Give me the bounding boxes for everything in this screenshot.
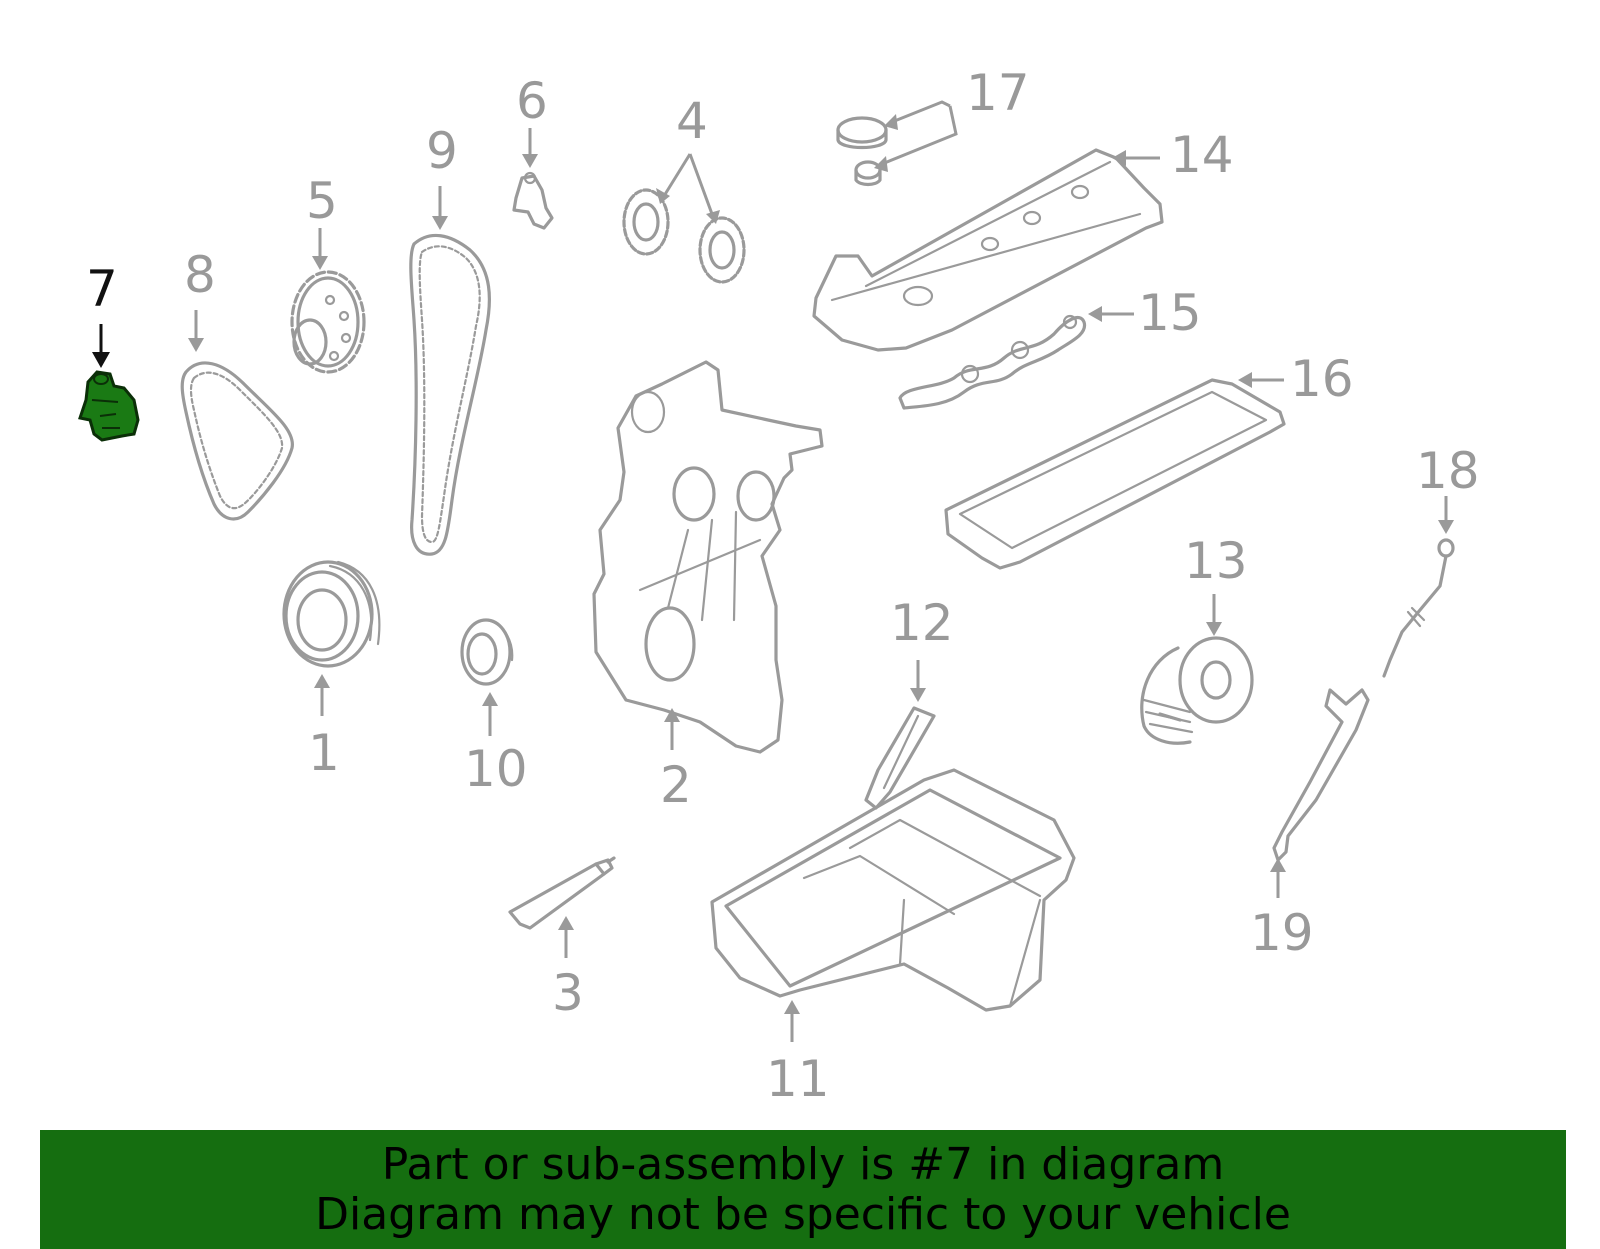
callout-1: 1: [308, 724, 340, 782]
part-1-crank-pulley[interactable]: [282, 560, 381, 668]
part-8-timing-chain[interactable]: [180, 361, 294, 521]
part-9-timing-chain[interactable]: [409, 233, 491, 556]
callout-arrow-5: [312, 228, 328, 270]
callout-7: 7: [86, 260, 118, 318]
callout-14: 14: [1170, 126, 1234, 184]
callout-12: 12: [890, 594, 954, 652]
part-7-chain-tensioner[interactable]: [78, 370, 140, 442]
callout-arrow-3: [558, 916, 574, 958]
callout-19: 19: [1250, 904, 1314, 962]
callout-arrow-10: [482, 692, 498, 736]
banner-line-1: Part or sub-assembly is #7 in diagram: [381, 1138, 1225, 1190]
part-17-oil-filler-cap[interactable]: [836, 116, 888, 187]
callout-arrow-1: [314, 674, 330, 716]
part-6-tensioner[interactable]: [512, 171, 554, 230]
callout-9: 9: [426, 122, 458, 180]
callout-arrow-16: [1238, 372, 1284, 388]
callout-arrow-15: [1088, 306, 1134, 322]
part-15-cover-gasket[interactable]: [898, 314, 1087, 410]
part-14-valve-cover[interactable]: [812, 148, 1164, 352]
callout-arrow-19: [1270, 858, 1286, 898]
callout-13: 13: [1184, 532, 1248, 590]
part-5-crank-sprocket[interactable]: [290, 270, 366, 374]
callout-arrow-7: [92, 324, 110, 368]
part-16-gasket[interactable]: [944, 378, 1286, 570]
callout-17: 17: [966, 64, 1030, 122]
part-2-timing-cover[interactable]: [592, 360, 824, 754]
callout-arrow-6: [522, 128, 538, 168]
callout-arrow-18: [1438, 496, 1454, 534]
callout-arrow-4: [656, 153, 720, 224]
callout-3: 3: [552, 964, 584, 1022]
parts-diagram: 7 8 5 9 6: [78, 64, 1480, 1108]
callout-arrow-12: [910, 660, 926, 702]
part-19-dipstick-tube[interactable]: [1272, 688, 1370, 862]
part-10-front-seal[interactable]: [460, 618, 514, 686]
callout-arrow-13: [1206, 594, 1222, 636]
callout-arrow-17: [874, 100, 958, 172]
part-13-oil-filter[interactable]: [1140, 636, 1254, 745]
part-4-cam-sprockets[interactable]: [622, 188, 746, 284]
banner-line-2: Diagram may not be specific to your vehi…: [315, 1188, 1291, 1240]
callout-arrow-8: [188, 310, 204, 352]
callout-16: 16: [1290, 350, 1354, 408]
callout-arrow-11: [784, 1000, 800, 1042]
callout-arrow-9: [432, 186, 448, 230]
callout-18: 18: [1416, 442, 1480, 500]
callout-5: 5: [306, 172, 338, 230]
callout-11: 11: [766, 1050, 830, 1108]
callout-4: 4: [676, 92, 708, 150]
callout-10: 10: [464, 740, 528, 798]
callout-arrow-14: [1112, 150, 1160, 166]
part-11-oil-pan[interactable]: [710, 768, 1076, 1012]
info-banner: Part or sub-assembly is #7 in diagram Di…: [40, 1130, 1566, 1249]
callout-6: 6: [516, 72, 548, 130]
callout-arrow-2: [664, 708, 680, 750]
callout-8: 8: [184, 246, 216, 304]
callout-2: 2: [660, 756, 692, 814]
part-18-dipstick[interactable]: [1382, 538, 1455, 678]
part-3-sealant-tube[interactable]: [508, 856, 616, 930]
callout-15: 15: [1138, 284, 1202, 342]
